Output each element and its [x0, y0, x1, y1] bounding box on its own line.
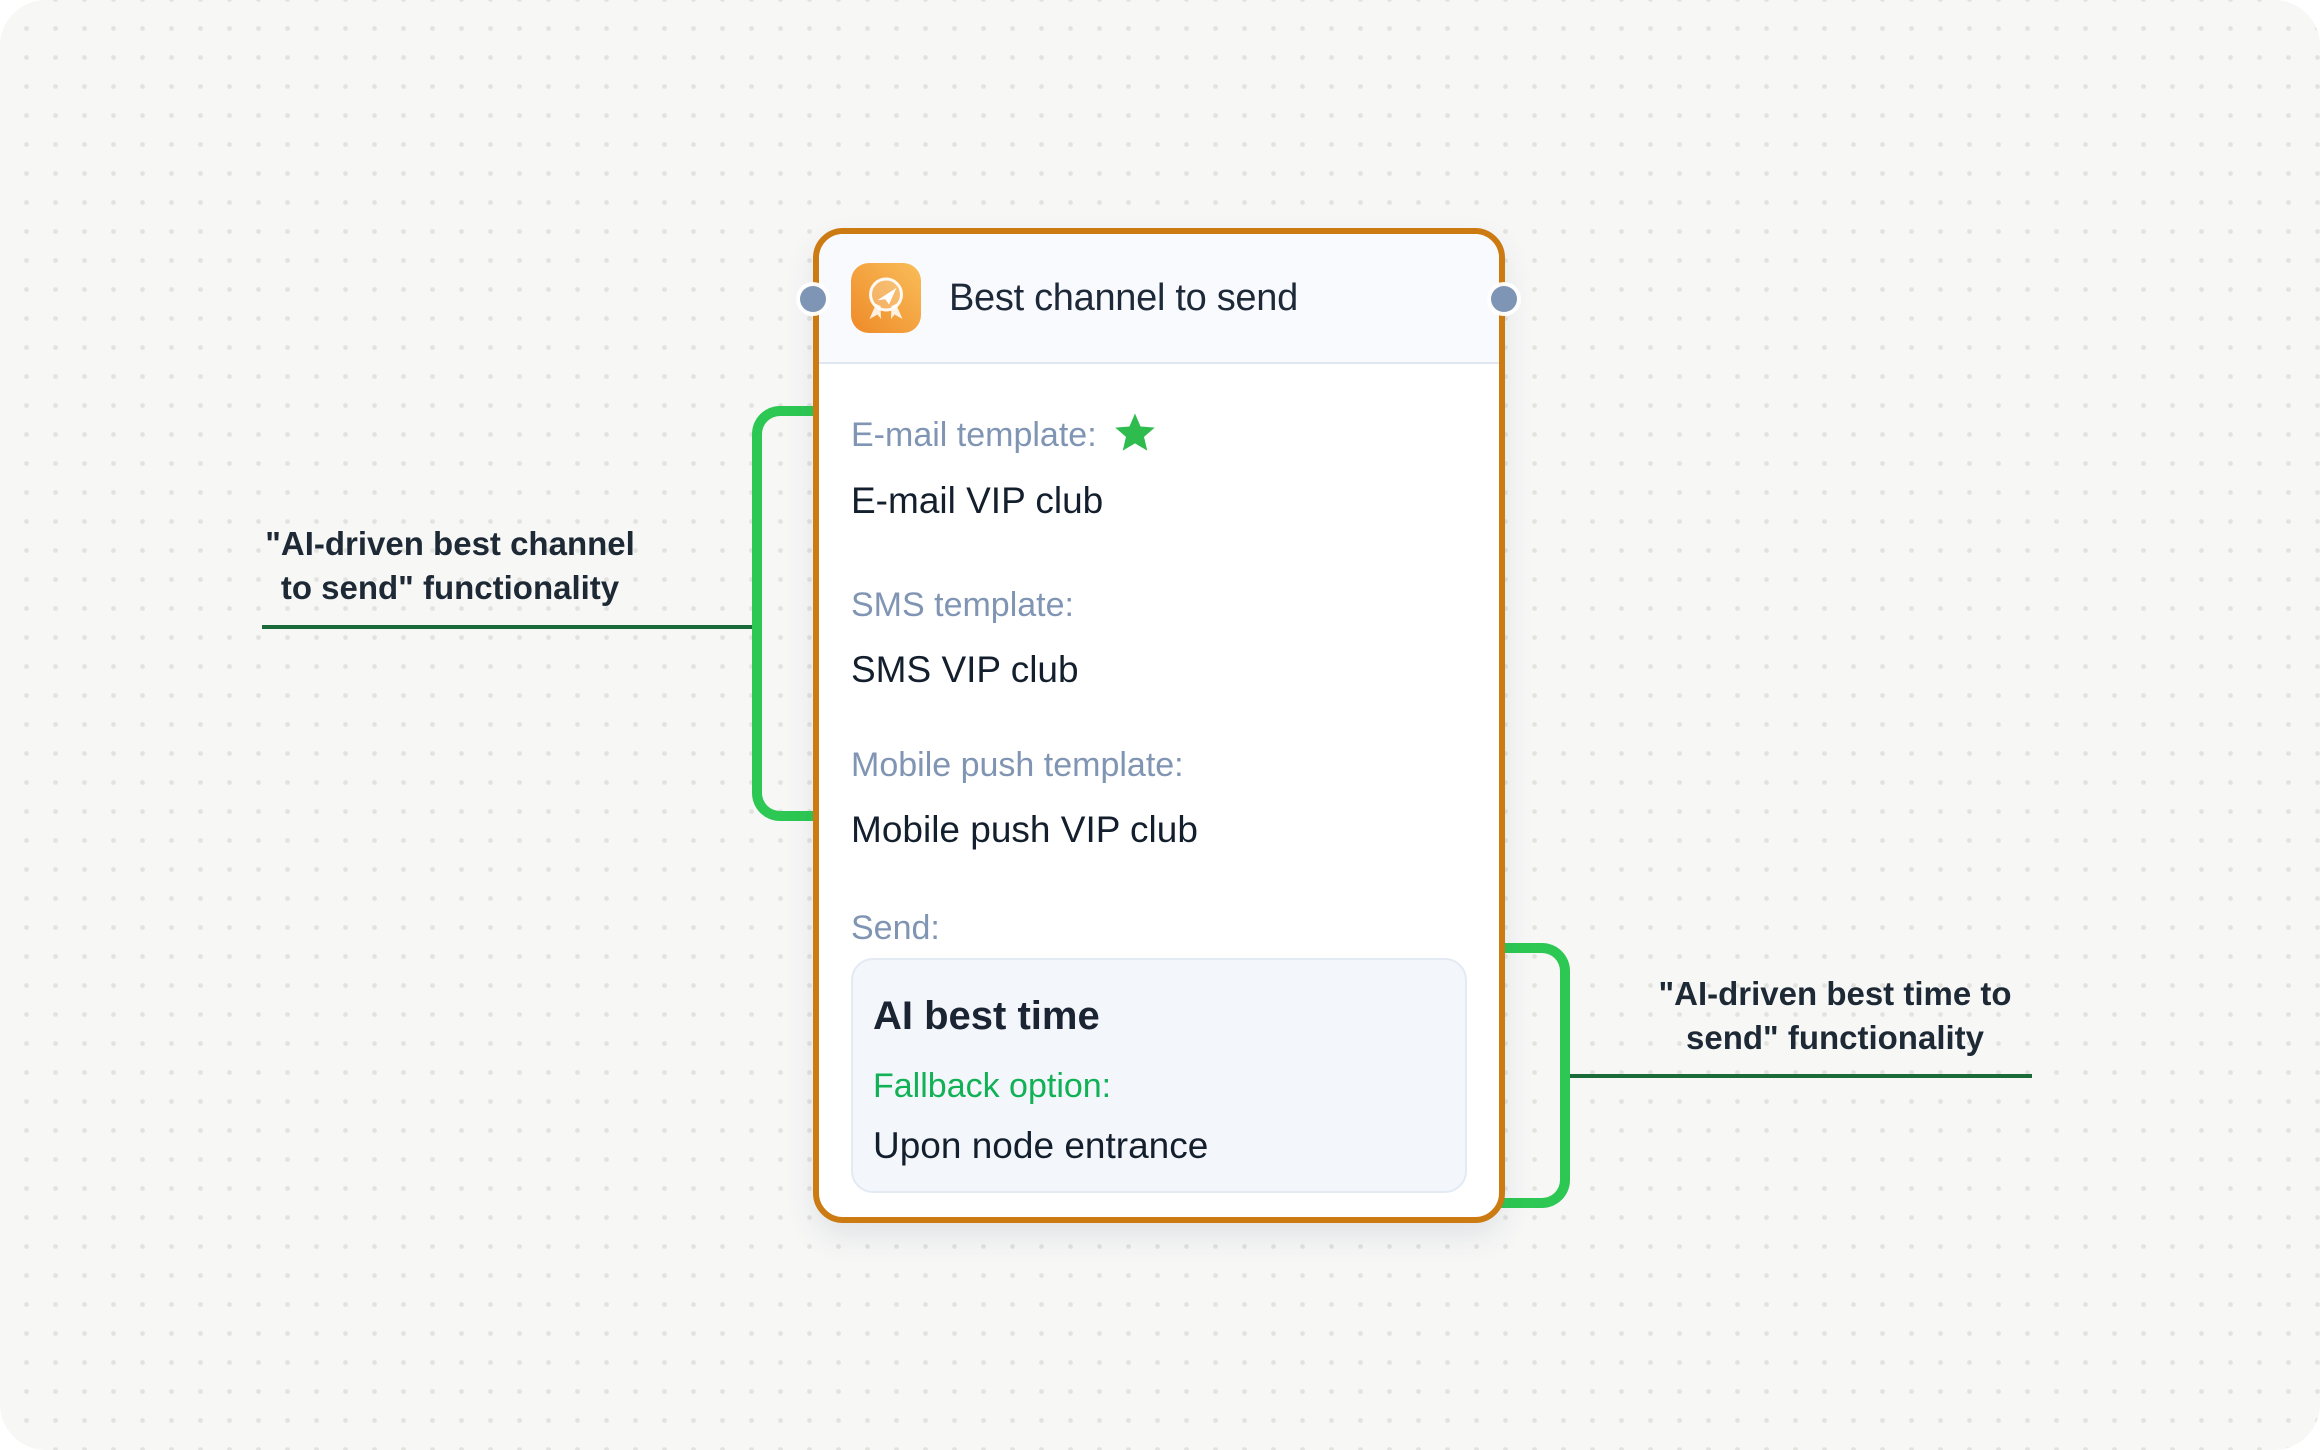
send-option-title: AI best time [873, 994, 1100, 1038]
right-bracket [1498, 943, 1570, 1208]
fallback-option-label: Fallback option: [873, 1067, 1112, 1105]
star-icon [1114, 413, 1155, 451]
field-mobile-push-value: Mobile push VIP club [851, 809, 1198, 850]
node-title: Best channel to send [949, 276, 1298, 319]
connector-handle-right[interactable] [1491, 286, 1517, 312]
field-email-value: E-mail VIP club [851, 480, 1104, 521]
annotation-left-line1: "AI-driven best channel [265, 525, 635, 562]
field-sms-template: SMS template: SMS VIP club [851, 585, 1467, 693]
fallback-option-value: Upon node entrance [873, 1125, 1209, 1166]
field-email-label-row: E-mail template: [851, 413, 1467, 456]
send-badge-icon [851, 263, 921, 333]
field-email-template: E-mail template: E-mail VIP club [851, 413, 1467, 524]
connector-handle-left[interactable] [800, 286, 826, 312]
annotation-right-connector-line [1564, 1074, 2032, 1078]
node-card-best-channel[interactable]: Best channel to send E-mail template: E-… [813, 228, 1505, 1223]
send-option-box: AI best time Fallback option: Upon node … [851, 958, 1467, 1193]
node-header: Best channel to send [819, 234, 1499, 364]
annotation-right-line2: send" functionality [1686, 1019, 1984, 1056]
send-label: Send: [851, 909, 940, 947]
field-sms-value: SMS VIP club [851, 649, 1079, 690]
annotation-right-line1: "AI-driven best time to [1658, 975, 2012, 1012]
left-bracket [752, 406, 818, 821]
annotation-left-connector-line [262, 625, 758, 629]
annotation-left: "AI-driven best channel to send" functio… [250, 522, 650, 610]
field-send: Send: AI best time Fallback option: Upon… [851, 908, 1467, 1193]
annotation-left-line2: to send" functionality [280, 569, 620, 606]
field-mobile-push-template: Mobile push template: Mobile push VIP cl… [851, 745, 1467, 853]
field-sms-label: SMS template: [851, 586, 1074, 624]
annotation-right: "AI-driven best time to send" functional… [1640, 972, 2030, 1060]
field-label-text: E-mail template: [851, 416, 1097, 454]
field-mobile-push-label: Mobile push template: [851, 746, 1184, 784]
node-body: E-mail template: E-mail VIP club SMS tem… [819, 364, 1499, 1193]
